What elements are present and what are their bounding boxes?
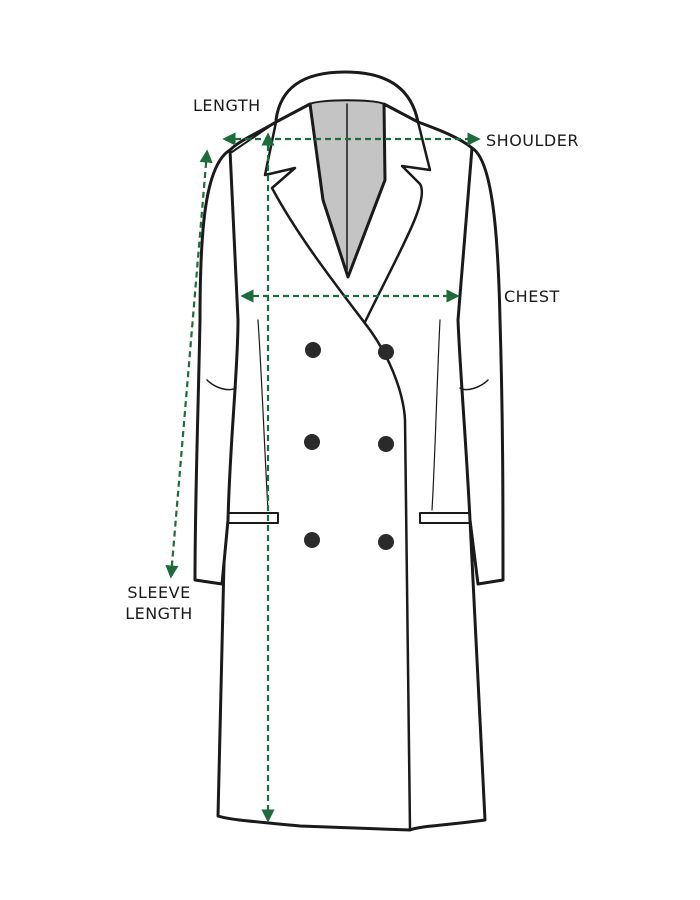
shoulder-label: SHOULDER xyxy=(486,131,579,150)
button xyxy=(378,436,394,452)
measurement-lines xyxy=(165,132,481,823)
left-lapel xyxy=(263,120,412,832)
left-pocket xyxy=(227,512,279,524)
sleeve-measure xyxy=(165,149,213,579)
chest-label: CHEST xyxy=(504,287,560,306)
button xyxy=(304,434,320,450)
sleeve-label-line2: LENGTH xyxy=(125,604,193,623)
coat-outline xyxy=(193,70,505,832)
button xyxy=(378,344,394,360)
button xyxy=(378,534,394,550)
sleeve-length-label: SLEEVE LENGTH xyxy=(122,582,196,624)
button xyxy=(304,532,320,548)
coat-buttons xyxy=(304,342,394,550)
sleeve-label-line1: SLEEVE xyxy=(127,583,191,602)
right-sleeve xyxy=(456,146,505,586)
length-label: LENGTH xyxy=(193,96,261,115)
button xyxy=(305,342,321,358)
right-pocket xyxy=(419,512,471,524)
